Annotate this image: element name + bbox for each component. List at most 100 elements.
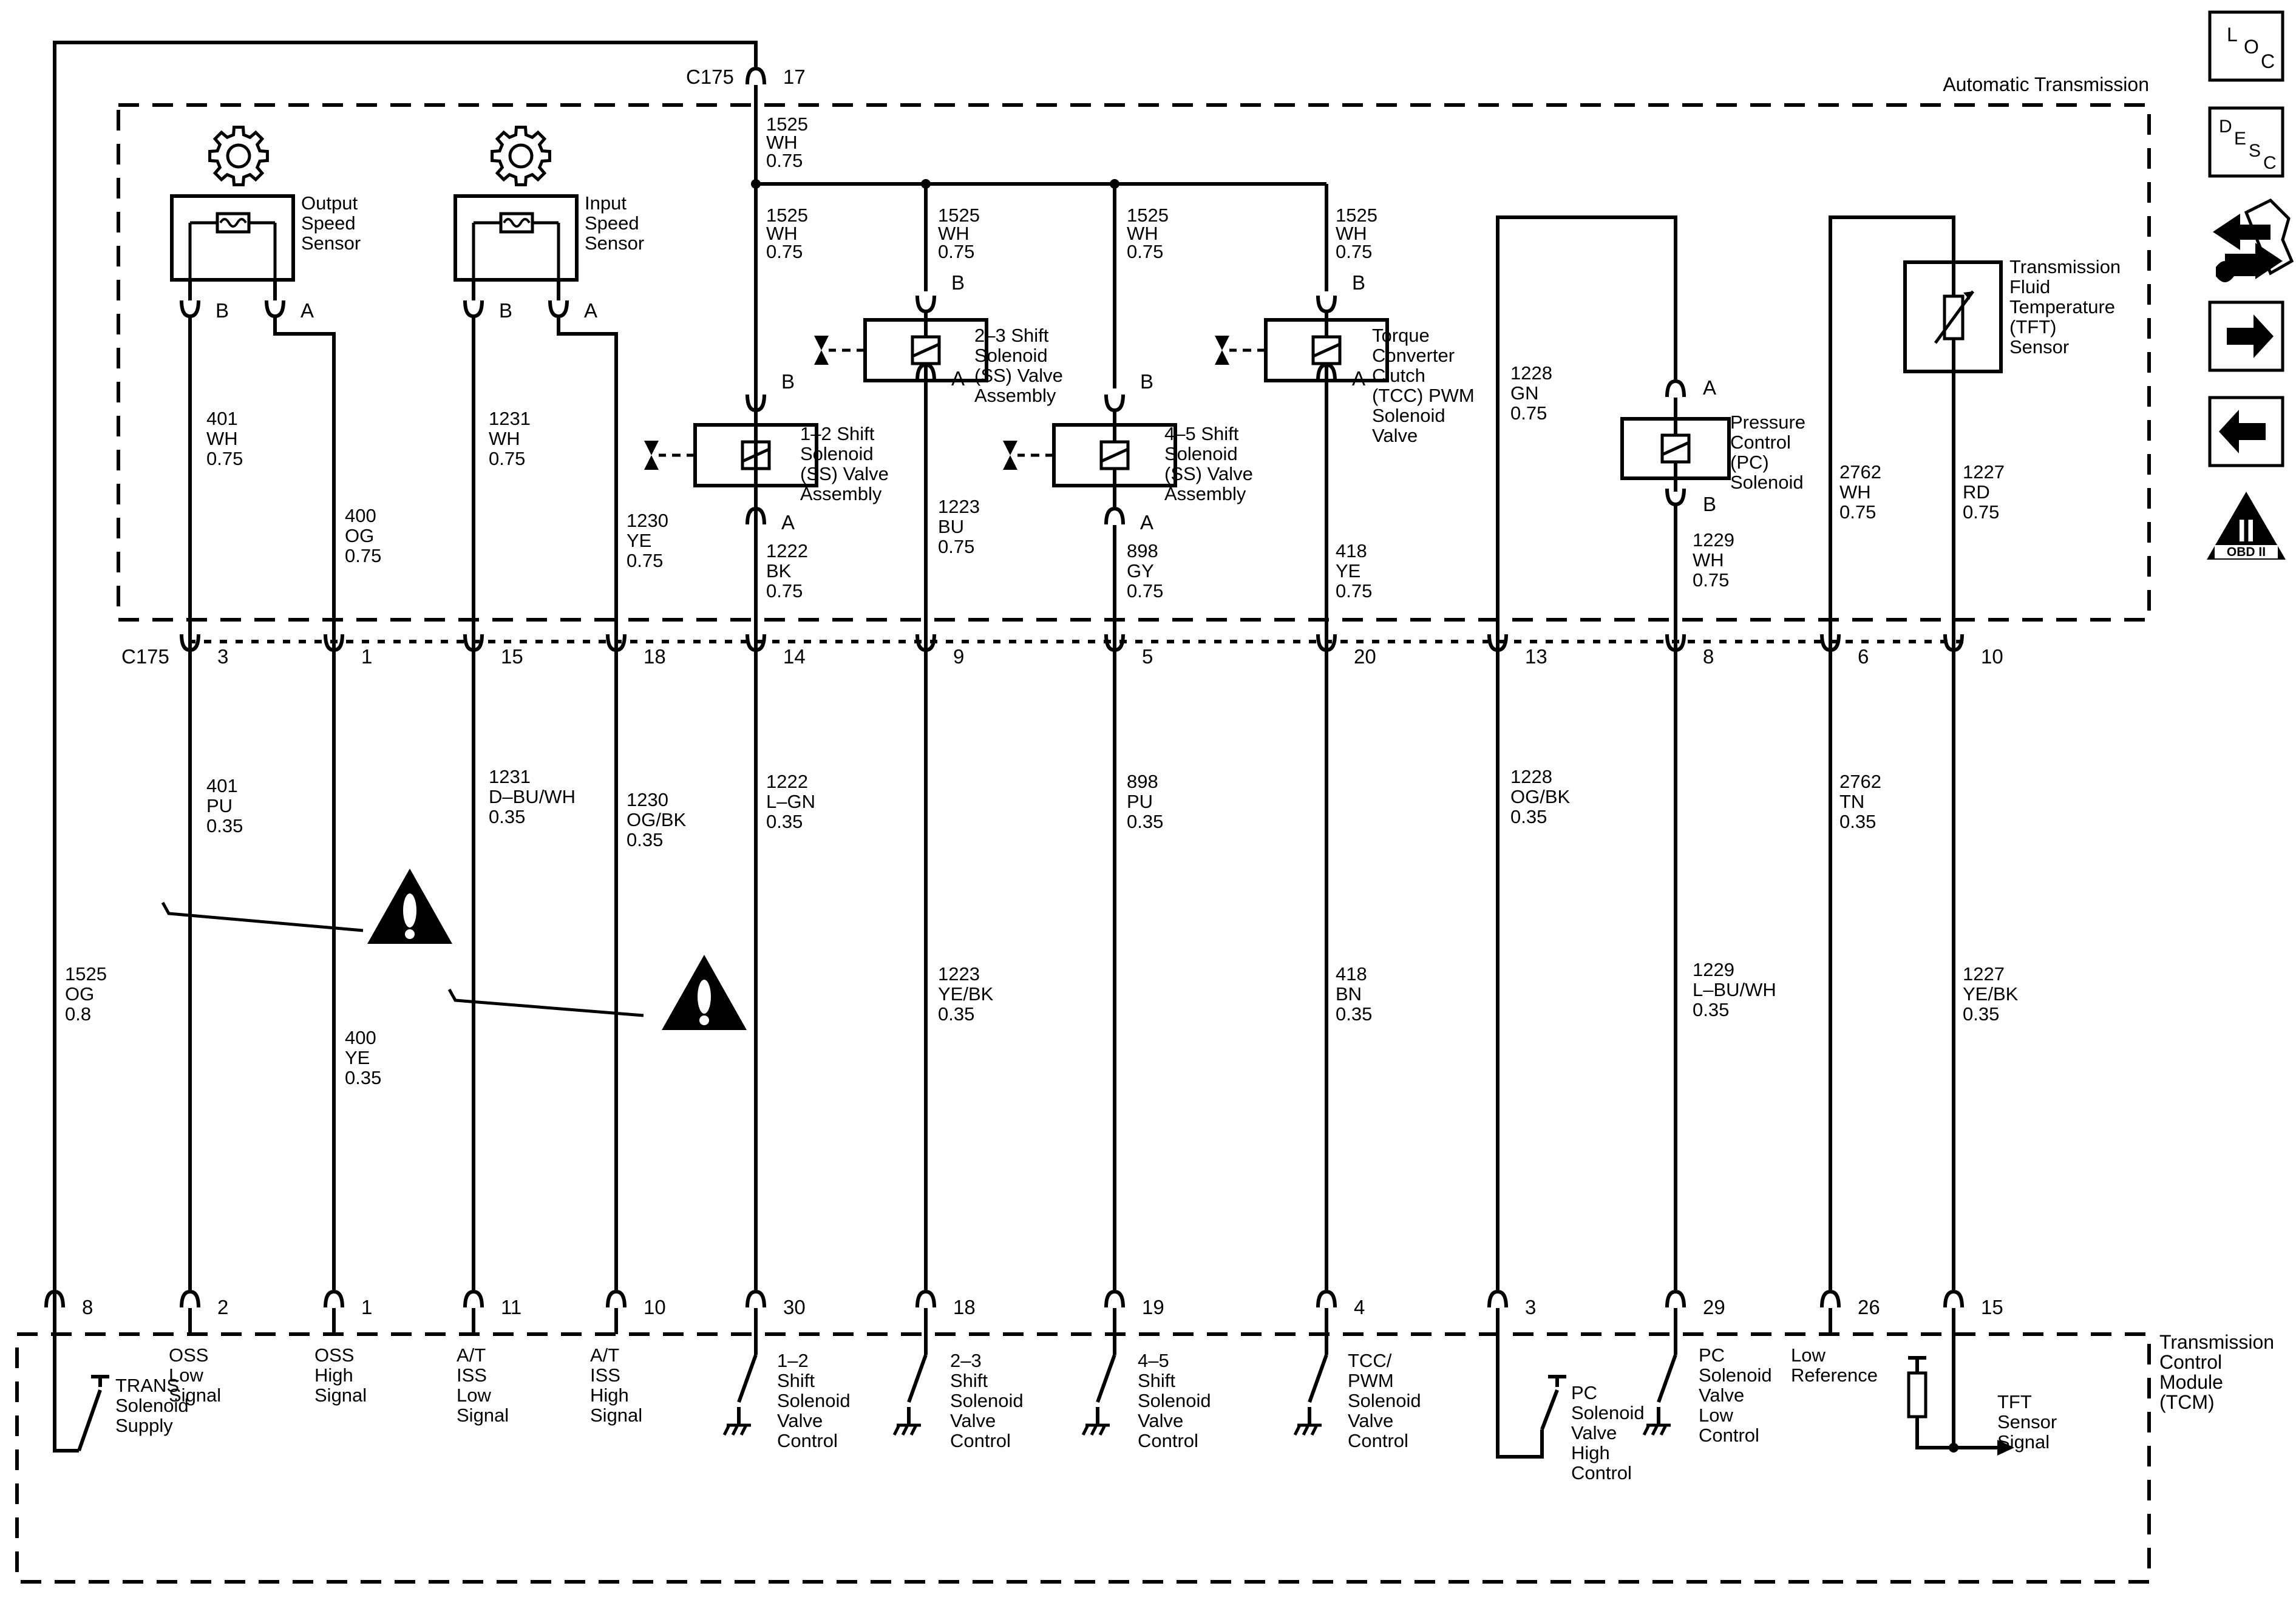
svg-text:L: L	[2227, 24, 2238, 46]
tcm-label-iss-low: A/T	[457, 1344, 486, 1366]
label: 0.75	[766, 150, 803, 171]
wire-label: YE/BK	[938, 983, 994, 1005]
wire-low-ref	[1829, 215, 1955, 1290]
connector-icon	[1820, 634, 1841, 653]
ss23-solenoid-label: (SS) Valve	[974, 365, 1063, 386]
wire-label: WH	[206, 428, 238, 449]
wire-label: 401	[206, 408, 238, 429]
tcm-label-ss23: Valve	[950, 1410, 996, 1431]
wire-label: 0.75	[489, 448, 525, 469]
pin-label: 18	[953, 1296, 976, 1318]
label: WH	[766, 132, 798, 153]
terminal-label: A	[781, 511, 795, 534]
connector-icon	[915, 634, 936, 653]
terminal-label: B	[1140, 370, 1153, 393]
wire-label: 1223	[938, 496, 980, 517]
ground-icon	[1081, 1423, 1110, 1436]
wire-label: 0.35	[1127, 811, 1163, 832]
terminal-label: A	[951, 367, 965, 390]
wire-label: 0.35	[766, 811, 803, 832]
svg-text:II: II	[2238, 514, 2255, 549]
pin-label: 4	[1354, 1296, 1365, 1318]
tcc-solenoid-label: Converter	[1372, 345, 1455, 366]
connector-icon	[915, 362, 936, 381]
tcm-label-pc-high: Solenoid	[1571, 1402, 1645, 1423]
solenoid-coil-icon	[911, 335, 941, 365]
pullup-resistor-icon	[1907, 1371, 1927, 1419]
wire-label: 1227	[1963, 963, 2005, 985]
tcm-label-oss-low: Signal	[169, 1385, 221, 1406]
tcm-label-low-reference: Low	[1791, 1344, 1826, 1366]
pin-label: 10	[1981, 645, 2003, 668]
ss12-solenoid-label: (SS) Valve	[800, 463, 889, 484]
pin-label: 1	[361, 645, 372, 668]
pc-solenoid-label: (PC)	[1730, 452, 1769, 473]
wire-label: 0.35	[489, 806, 525, 827]
wire-label: WH	[489, 428, 520, 449]
tcm-label-tcc: TCC/	[1348, 1350, 1392, 1371]
tcm-label-pc-high: PC	[1571, 1382, 1597, 1403]
pin-label: 13	[1525, 645, 1547, 668]
tcm-label-ss12: Control	[777, 1430, 838, 1451]
tcm-label-tcc: Control	[1348, 1430, 1408, 1451]
solenoid-coil-icon	[1099, 440, 1130, 470]
connector-icon	[915, 1289, 936, 1308]
wire-label: 1229	[1693, 959, 1734, 980]
terminal-label: A	[1140, 511, 1153, 534]
tcm-label-ss12: Valve	[777, 1410, 823, 1431]
connector-c175: C175	[121, 645, 169, 668]
tcm-label-ss45: Solenoid	[1138, 1390, 1211, 1411]
wire-label: 0.35	[1336, 1003, 1372, 1025]
terminal-label: A	[584, 299, 597, 322]
tcm-label-oss-high: OSS	[314, 1344, 354, 1366]
ss23-solenoid-label: Solenoid	[974, 345, 1048, 366]
tcm-label-ss12: Shift	[777, 1370, 815, 1391]
exchange-icon[interactable]	[2213, 198, 2294, 282]
module-title-tcm: Control	[2159, 1351, 2222, 1373]
connector-icon	[548, 300, 569, 319]
module-title-automatic-transmission: Automatic Transmission	[1943, 73, 2149, 95]
output-speed-sensor-label: Output	[301, 192, 358, 214]
tcm-label-tft: Sensor	[1997, 1411, 2057, 1432]
tcm-label-ss12: 1–2	[777, 1350, 809, 1371]
label: 0.75	[766, 241, 803, 262]
wire-label: 0.75	[1127, 580, 1163, 602]
terminal-label: A	[1352, 367, 1365, 390]
loc-icon[interactable]: LOC	[2208, 10, 2284, 82]
arrow-left-icon[interactable]	[2208, 396, 2284, 467]
pin-label: 3	[1525, 1296, 1536, 1318]
tcm-border	[15, 1332, 2151, 1584]
wire-label: WH	[1839, 481, 1871, 503]
connector-icon	[1820, 1289, 1841, 1308]
tcm-label-tft: Signal	[1997, 1431, 2050, 1453]
input-speed-sensor-label: Input	[585, 192, 627, 214]
svg-text:C: C	[2263, 153, 2277, 173]
wire-label: 1223	[938, 963, 980, 985]
wire-label: 0.35	[938, 1003, 974, 1025]
wire-label: 1231	[489, 408, 531, 429]
connector-icon	[746, 634, 766, 653]
tft-sensor-label: Sensor	[2009, 336, 2069, 358]
wire-label: 1230	[627, 789, 668, 810]
ss23-driver-switch	[907, 1354, 928, 1403]
ground-icon	[722, 1423, 751, 1436]
pin-label: 15	[1981, 1296, 2003, 1318]
wire-label: GN	[1510, 382, 1539, 404]
tcc-solenoid-label: Valve	[1372, 425, 1418, 446]
wire-label: 0.75	[1693, 569, 1729, 591]
connector-icon	[746, 506, 766, 525]
tcc-solenoid-label: Solenoid	[1372, 405, 1445, 426]
valve-icon	[1215, 336, 1229, 365]
connector-icon	[1104, 394, 1125, 413]
wire-label: BN	[1336, 983, 1362, 1005]
sensor-element-icon	[499, 212, 534, 234]
wire-oss-high	[273, 316, 336, 1290]
arrow-right-icon[interactable]	[2208, 300, 2284, 372]
ss45-solenoid-label: 4–5 Shift	[1164, 423, 1239, 444]
tcm-label-trans-supply: Supply	[115, 1415, 173, 1436]
connector-icon	[1943, 1289, 1964, 1308]
label: 1525	[766, 205, 808, 226]
connector-icon	[1316, 362, 1337, 381]
